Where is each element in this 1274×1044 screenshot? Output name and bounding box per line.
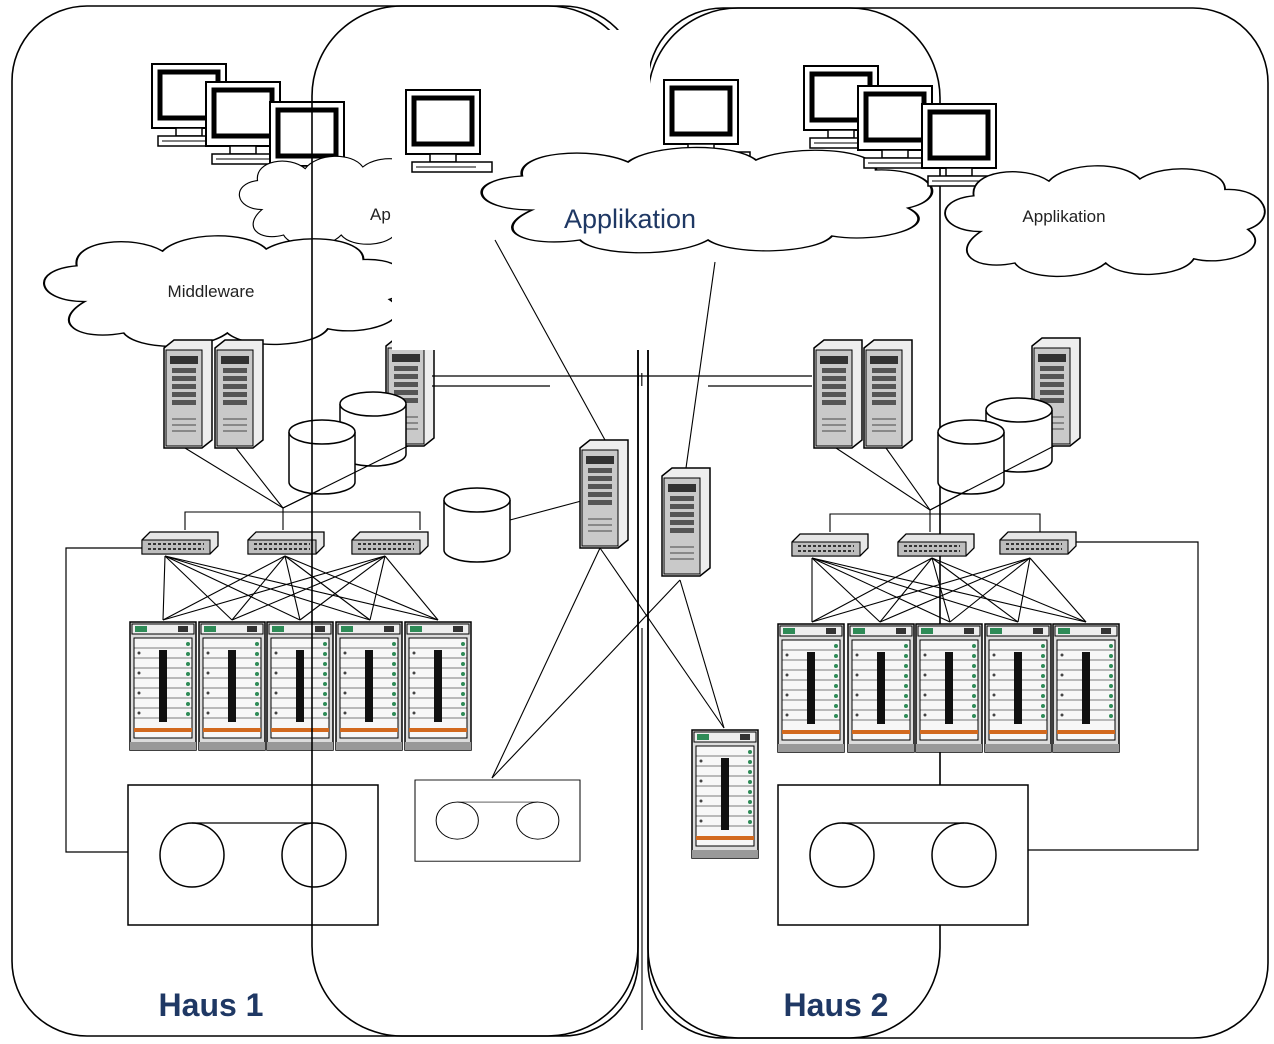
haus-2-switches <box>791 531 1077 557</box>
haus-1-server-links <box>184 445 421 530</box>
center-storage-rack <box>691 729 759 859</box>
cloud-middleware: Middleware <box>42 234 410 348</box>
cloud-app-center: Applikation <box>480 146 934 255</box>
haus-2-storage-racks <box>777 623 1120 753</box>
center-links <box>491 239 725 1030</box>
haus-2-disks <box>937 397 1053 495</box>
link-marker: || <box>636 370 643 386</box>
center-disk <box>443 487 511 563</box>
haus-1-san-mesh <box>162 555 439 621</box>
haus-1-storage-racks <box>129 621 472 751</box>
haus-1-switches <box>141 531 429 555</box>
haus-2-san-mesh <box>811 557 1087 623</box>
haus-1-disks <box>288 391 407 495</box>
cloud-app-left: Ap <box>238 155 443 247</box>
center-boundary-right <box>647 7 941 1039</box>
haus-2-tape-link <box>1028 541 1199 851</box>
cloud-app-right: Applikation <box>944 164 1266 278</box>
inter-house-link <box>432 375 812 387</box>
cloud-app-right-label: Applikation <box>1022 207 1105 226</box>
haus-1-tape-library <box>127 784 379 926</box>
center-servers <box>579 439 711 577</box>
cloud-app-center-label: Applikation <box>564 204 696 234</box>
cloud-middleware-label: Middleware <box>168 282 255 301</box>
center-boundary-left <box>311 5 639 1037</box>
haus-2-server-links <box>829 445 1055 532</box>
center-tape-library <box>414 779 581 862</box>
haus-2-tape-library <box>777 784 1029 926</box>
haus-2-label: Haus 2 <box>784 987 889 1023</box>
haus-1-tape-link <box>65 547 142 853</box>
cloud-app-left-label: Ap <box>370 205 391 224</box>
haus-1-label: Haus 1 <box>159 987 264 1023</box>
